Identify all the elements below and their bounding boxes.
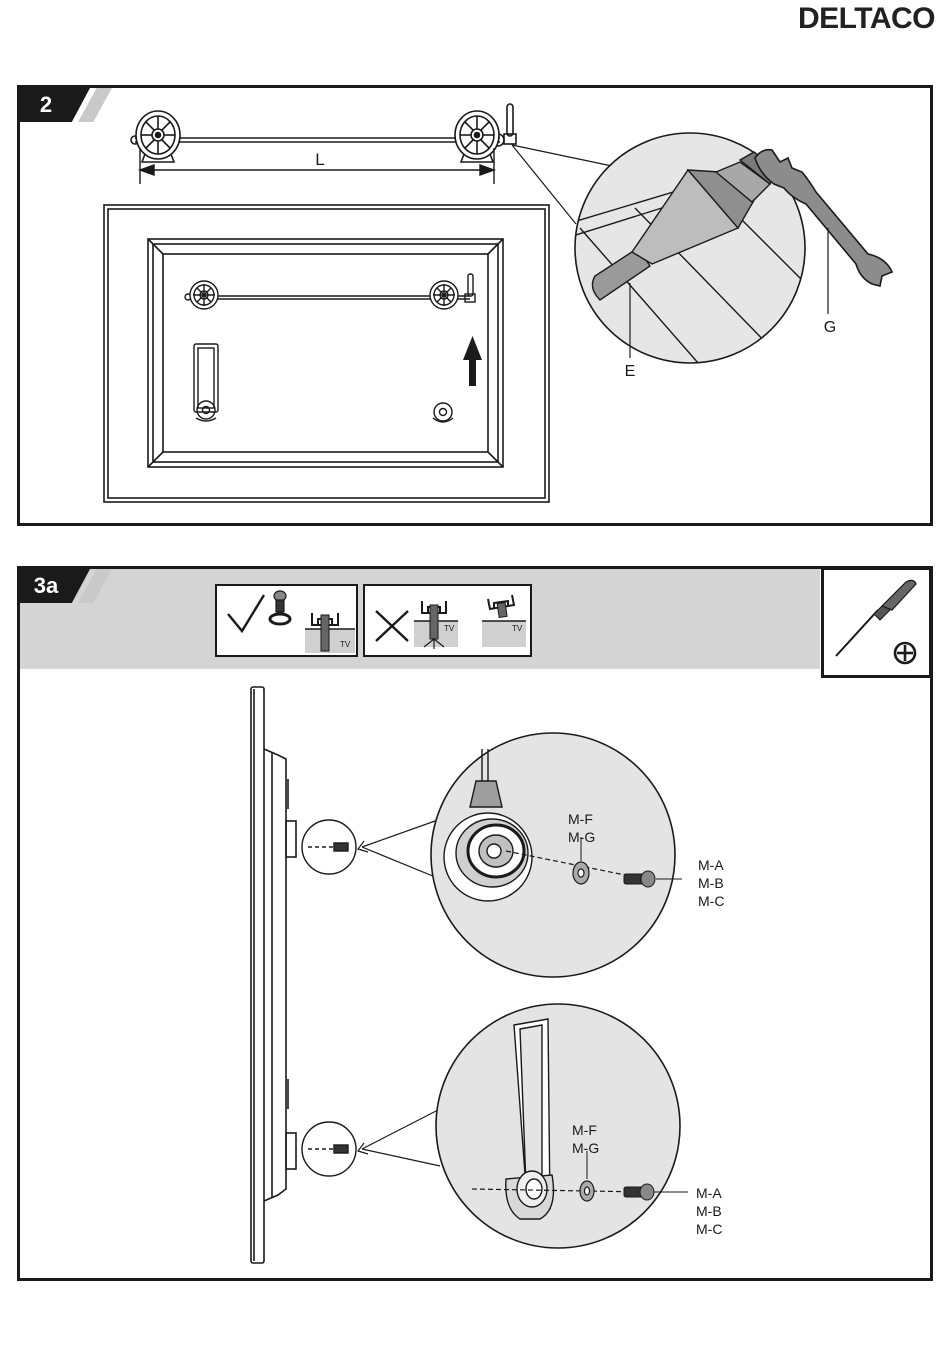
callout-label-g: G [824, 319, 836, 336]
zoom-circle-lower [436, 1004, 688, 1248]
incorrect-usage-box: TV TV [364, 585, 531, 656]
brand-logo: DELTACO [770, 2, 935, 36]
lower-screw-label-ma: M-A [696, 1185, 722, 1201]
upper-washer-label-mg: M-G [568, 829, 595, 845]
correct-usage-box: TV [216, 585, 357, 656]
step-2-panel: 2 [17, 85, 933, 526]
tv-label: TV [444, 624, 455, 633]
spacer-wheel-right-icon [455, 104, 516, 162]
upper-screw-label-mc: M-C [698, 893, 724, 909]
lower-screw-label-mb: M-B [696, 1203, 722, 1219]
washer-icon [573, 862, 589, 884]
tv-side-view [251, 687, 296, 1263]
mounting-rail-top [131, 134, 504, 146]
callout-label-e: E [625, 363, 636, 380]
bracket-right-on-tv [433, 403, 453, 422]
zoom-circle-upper [431, 733, 682, 977]
bracket-left-on-tv [194, 344, 218, 421]
step-3a-panel: 3a TV [17, 566, 933, 1281]
callout-leader-lines [358, 821, 440, 1166]
step-2-diagram: L [20, 88, 936, 529]
washer-icon [580, 1181, 594, 1201]
tv-back-illustration [104, 205, 549, 502]
dimension-label-l: L [315, 150, 324, 169]
lower-washer-label-mf: M-F [572, 1122, 597, 1138]
upper-screw-label-mb: M-B [698, 875, 724, 891]
lower-washer-label-mg: M-G [572, 1140, 599, 1156]
upper-screw-label-ma: M-A [698, 857, 724, 873]
lower-screw-label-mc: M-C [696, 1221, 722, 1237]
mounting-rail-on-tv [185, 274, 475, 309]
tv-label: TV [340, 640, 351, 649]
upper-washer-label-mf: M-F [568, 811, 593, 827]
small-detail-circle-lower [302, 1122, 356, 1176]
tv-label: TV [512, 624, 523, 633]
lift-up-arrow-icon [463, 336, 482, 386]
step-3a-diagram: TV TV TV [20, 569, 936, 1284]
small-detail-circle-upper [302, 820, 356, 874]
spacer-wheel-left-icon [136, 111, 180, 162]
